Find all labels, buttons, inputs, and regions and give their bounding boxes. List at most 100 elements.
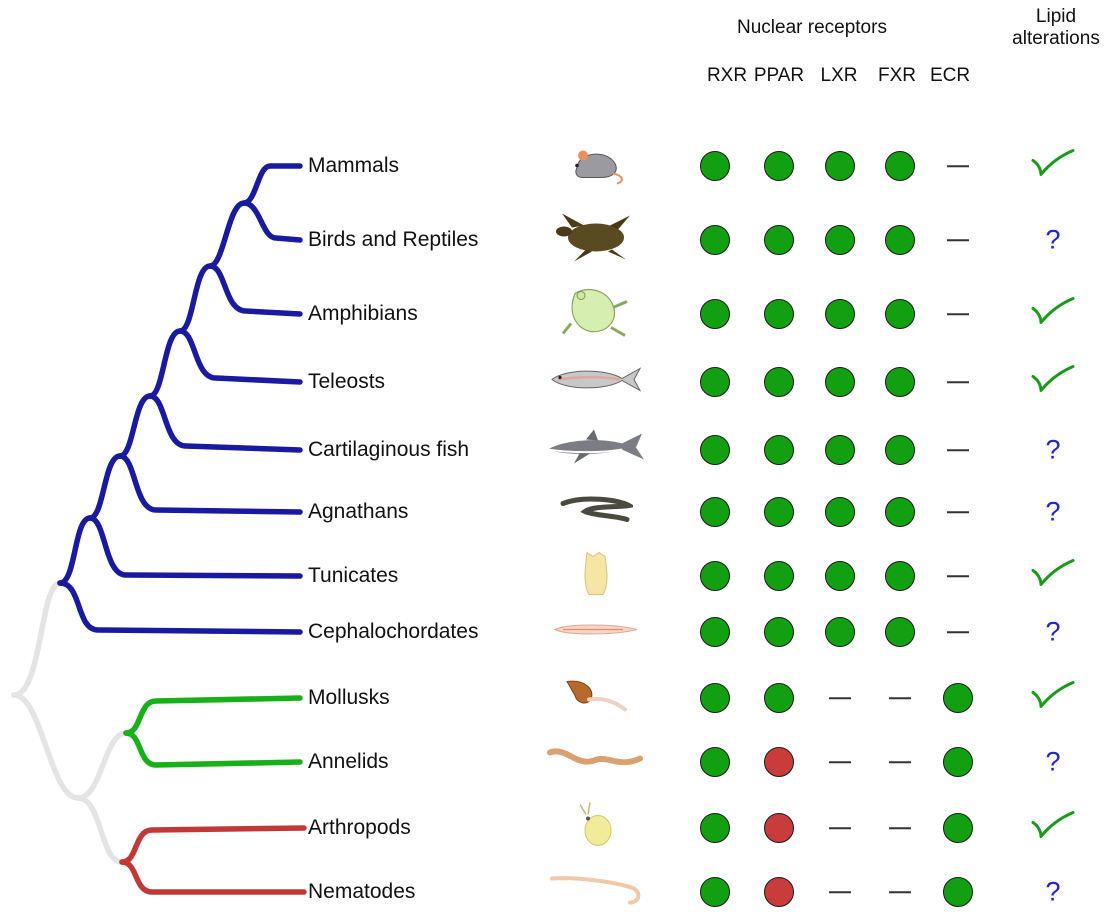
taxon-label: Tunicates [308, 564, 398, 588]
receptor-column-headers: RXR PPAR LXR FXR ECR [0, 65, 1112, 89]
receptor-absent-dash [947, 631, 969, 633]
lamprey-icon [559, 494, 633, 531]
taxon-label: Amphibians [308, 302, 418, 326]
taxon-label: Annelids [308, 750, 389, 774]
lancelet-icon [553, 622, 639, 643]
tree-chordate-branches [60, 166, 300, 632]
receptor-absent-dash [889, 761, 911, 763]
receptor-absent-dash [947, 313, 969, 315]
receptor-absent-dash [947, 511, 969, 513]
daphnia-icon [576, 801, 616, 856]
taxon-label: Agnathans [308, 500, 408, 524]
receptor-present-dot [825, 225, 855, 255]
tunicate-icon [579, 549, 613, 604]
lipid-alterations-title: Lipid alterations [1000, 6, 1112, 50]
question-mark: ? [1045, 227, 1060, 254]
check-icon [1031, 811, 1075, 846]
receptor-present-dot [943, 813, 973, 843]
receptor-present-dot [700, 877, 730, 907]
tree-lophotrochozoa-branches [126, 698, 300, 765]
receptor-present-red-dot [764, 877, 794, 907]
receptor-present-dot [700, 747, 730, 777]
receptor-present-dot [825, 617, 855, 647]
receptor-absent-dash [829, 761, 851, 763]
receptor-present-dot [700, 617, 730, 647]
check-icon [1031, 681, 1075, 716]
lipid-title-line2: alterations [1000, 28, 1112, 50]
question-mark: ? [1045, 749, 1060, 776]
receptor-present-dot [764, 225, 794, 255]
tree-root-branches [14, 583, 126, 862]
question-mark: ? [1045, 499, 1060, 526]
receptor-present-dot [825, 367, 855, 397]
receptor-present-dot [885, 435, 915, 465]
receptor-absent-dash [947, 449, 969, 451]
receptor-absent-dash [947, 381, 969, 383]
receptor-present-dot [700, 683, 730, 713]
receptor-present-dot [943, 877, 973, 907]
receptor-present-dot [700, 299, 730, 329]
receptor-present-red-dot [764, 813, 794, 843]
column-header-rxr: RXR [707, 65, 747, 87]
question-mark: ? [1045, 879, 1060, 906]
receptor-present-dot [885, 367, 915, 397]
mouse-icon [563, 142, 629, 191]
receptor-present-dot [825, 561, 855, 591]
receptor-present-dot [700, 561, 730, 591]
receptor-absent-dash [829, 697, 851, 699]
receptor-present-dot [825, 497, 855, 527]
frog-icon [561, 284, 631, 345]
column-header-ecr: ECR [930, 65, 970, 87]
column-header-ppar: PPAR [754, 65, 804, 87]
nuclear-receptors-title: Nuclear receptors [737, 17, 887, 39]
turtle-icon [554, 212, 638, 269]
taxon-label: Nematodes [308, 880, 415, 904]
receptor-present-dot [764, 561, 794, 591]
taxon-label: Mollusks [308, 686, 390, 710]
check-icon [1031, 559, 1075, 594]
fish-icon [548, 365, 644, 400]
receptor-present-dot [764, 299, 794, 329]
taxon-label: Mammals [308, 154, 399, 178]
taxon-label: Birds and Reptiles [308, 228, 478, 252]
receptor-absent-dash [889, 891, 911, 893]
receptor-present-dot [764, 683, 794, 713]
lipid-title-line1: Lipid [1000, 6, 1112, 28]
tree-ecdysozoa-branches [122, 828, 304, 892]
receptor-present-dot [764, 367, 794, 397]
receptor-absent-dash [829, 827, 851, 829]
taxon-label: Teleosts [308, 370, 385, 394]
taxon-label: Arthropods [308, 816, 411, 840]
receptor-absent-dash [947, 165, 969, 167]
receptor-present-dot [885, 617, 915, 647]
receptor-present-dot [825, 435, 855, 465]
receptor-present-dot [825, 151, 855, 181]
question-mark: ? [1045, 437, 1060, 464]
taxon-label: Cephalochordates [308, 620, 478, 644]
check-icon [1031, 297, 1075, 332]
receptor-present-dot [700, 813, 730, 843]
receptor-absent-dash [947, 239, 969, 241]
receptor-absent-dash [947, 575, 969, 577]
nematode-icon [548, 873, 644, 912]
receptor-present-dot [943, 747, 973, 777]
phylogenetic-tree [0, 0, 310, 920]
receptor-present-dot [885, 299, 915, 329]
receptor-present-red-dot [764, 747, 794, 777]
worm-icon [546, 743, 646, 782]
receptor-present-dot [700, 435, 730, 465]
receptor-present-dot [764, 151, 794, 181]
receptor-absent-dash [889, 697, 911, 699]
receptor-present-dot [700, 367, 730, 397]
shark-icon [546, 428, 646, 473]
snail-icon [561, 676, 631, 721]
receptor-present-dot [885, 225, 915, 255]
receptor-present-dot [825, 299, 855, 329]
receptor-present-dot [764, 617, 794, 647]
receptor-present-dot [700, 151, 730, 181]
question-mark: ? [1045, 619, 1060, 646]
column-header-fxr: FXR [878, 65, 916, 87]
column-header-lxr: LXR [821, 65, 858, 87]
receptor-present-dot [764, 435, 794, 465]
check-icon [1031, 149, 1075, 184]
